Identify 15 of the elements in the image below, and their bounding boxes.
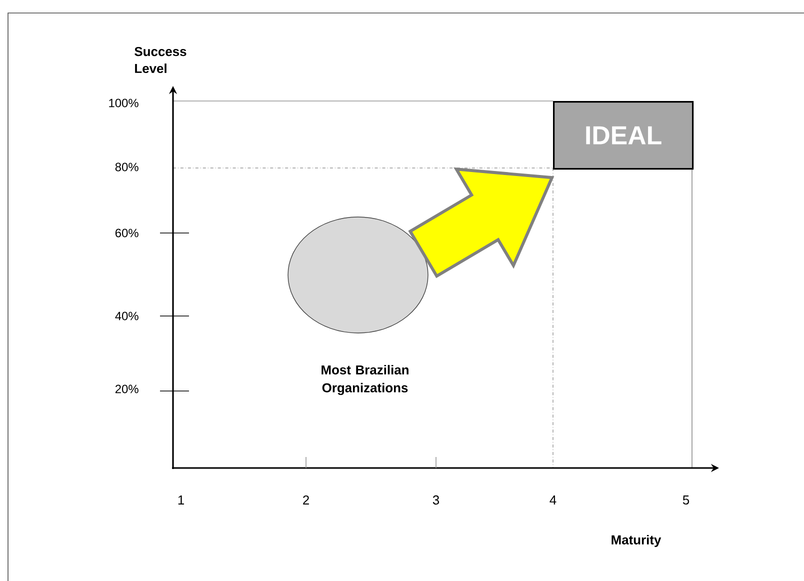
tick-label: 5	[682, 495, 690, 504]
tick-label: 100%	[109, 98, 138, 108]
node-label: Most Brazilian Organizations	[322, 364, 408, 396]
tick-label: 1	[178, 496, 184, 504]
tick-label: 20%	[115, 384, 138, 394]
ideal-box: IDEAL	[553, 101, 694, 170]
axis-title: Success Level	[134, 46, 186, 74]
tick-label: 80%	[115, 162, 138, 172]
ellipse	[288, 216, 428, 334]
tick-label: 40%	[115, 312, 138, 320]
tick-label: 2	[303, 495, 309, 505]
tick-label: 3	[432, 495, 440, 505]
tick-label: 60%	[116, 228, 138, 238]
tick-label: 4	[550, 496, 556, 504]
axis-title: Maturity	[612, 534, 662, 548]
